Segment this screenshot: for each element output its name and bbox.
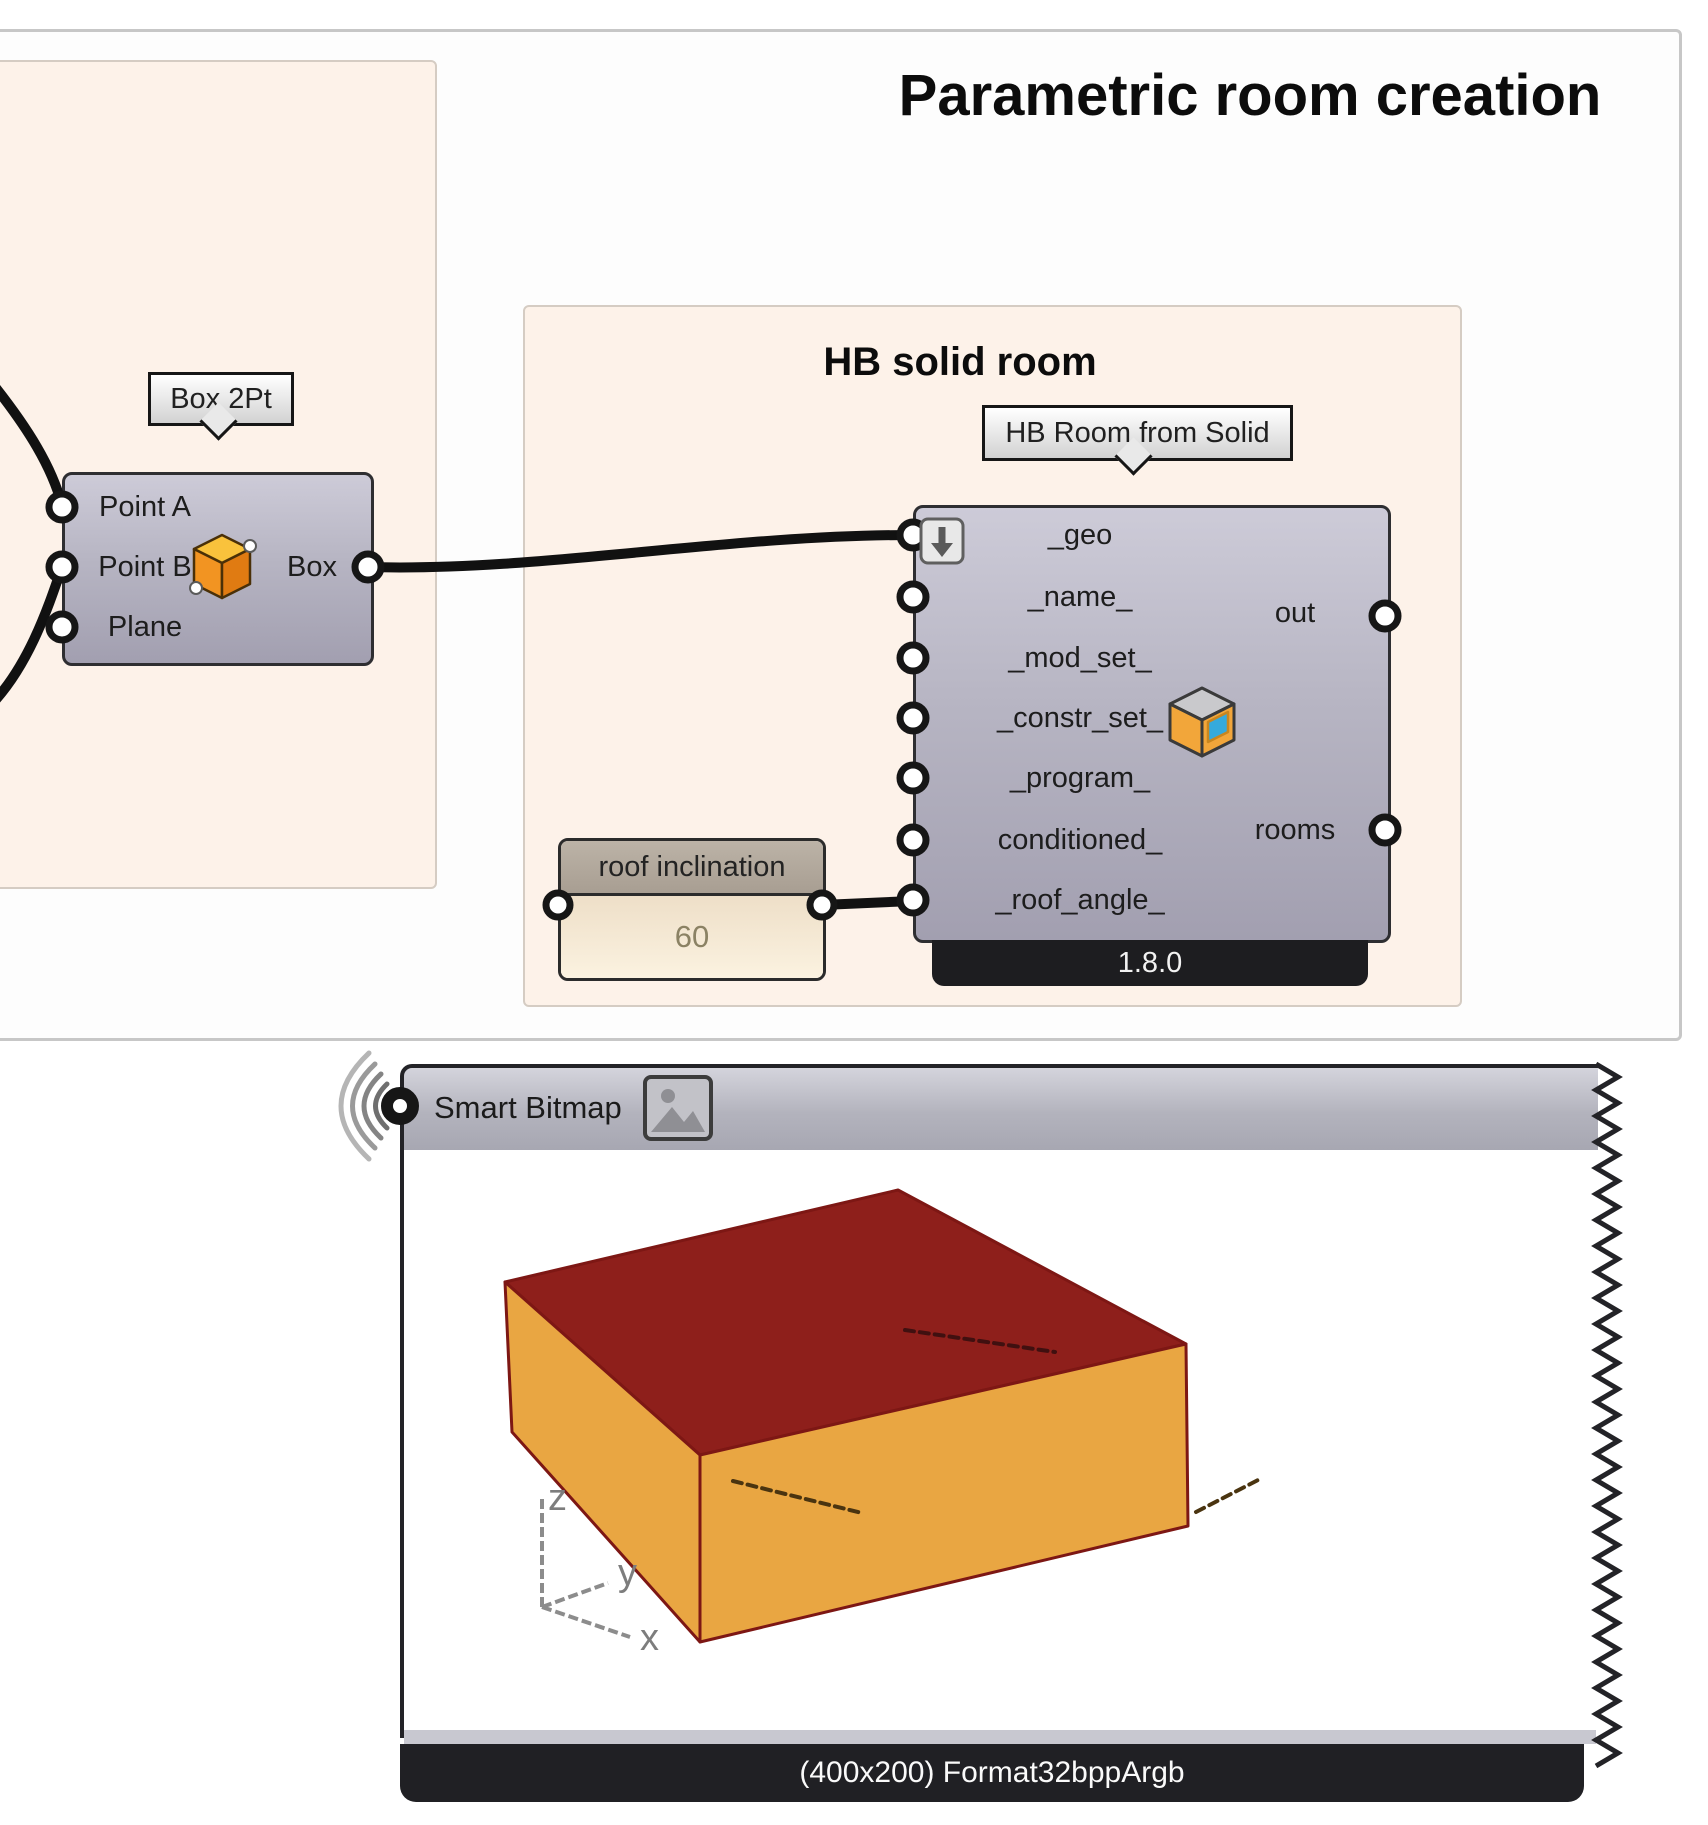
hb-version-badge: 1.8.0 xyxy=(932,940,1368,986)
smart-bitmap-title: Smart Bitmap xyxy=(434,1090,622,1125)
hb-room-component[interactable] xyxy=(913,505,1391,943)
hb-input-constr-set: _constr_set_ xyxy=(996,702,1164,734)
hb-input-geo: _geo xyxy=(1047,519,1113,551)
hb-output-rooms: rooms xyxy=(1254,814,1336,846)
roof-inclination-panel[interactable]: roof inclination 60 xyxy=(558,838,826,981)
wireless-receiver-arcs xyxy=(338,1050,390,1162)
hb-input-mod-set: _mod_set_ xyxy=(1008,642,1152,674)
box2pt-output-box: Box xyxy=(287,551,337,583)
smart-bitmap-image-area[interactable] xyxy=(400,1150,1602,1738)
hb-input-conditioned: conditioned_ xyxy=(997,824,1163,856)
page-title: Parametric room creation xyxy=(898,63,1602,128)
hb-output-out: out xyxy=(1274,597,1316,629)
roof-inclination-value[interactable]: 60 xyxy=(561,896,823,978)
smart-bitmap-bottom-strip xyxy=(404,1730,1596,1744)
box2pt-input-point-b: Point B xyxy=(98,551,192,583)
smart-bitmap-caption: (400x200) Format32bppArgb xyxy=(400,1744,1584,1802)
box2pt-input-plane: Plane xyxy=(107,611,183,643)
hb-group-title: HB solid room xyxy=(823,340,1097,384)
hb-input-roof-angle: _roof_angle_ xyxy=(995,884,1165,916)
hb-input-name: _name_ xyxy=(1027,581,1133,613)
box2pt-input-point-a: Point A xyxy=(99,491,191,523)
box2pt-tooltip: Box 2Pt xyxy=(148,372,294,426)
hb-input-program: _program_ xyxy=(1009,762,1151,794)
roof-inclination-label: roof inclination xyxy=(561,841,823,896)
